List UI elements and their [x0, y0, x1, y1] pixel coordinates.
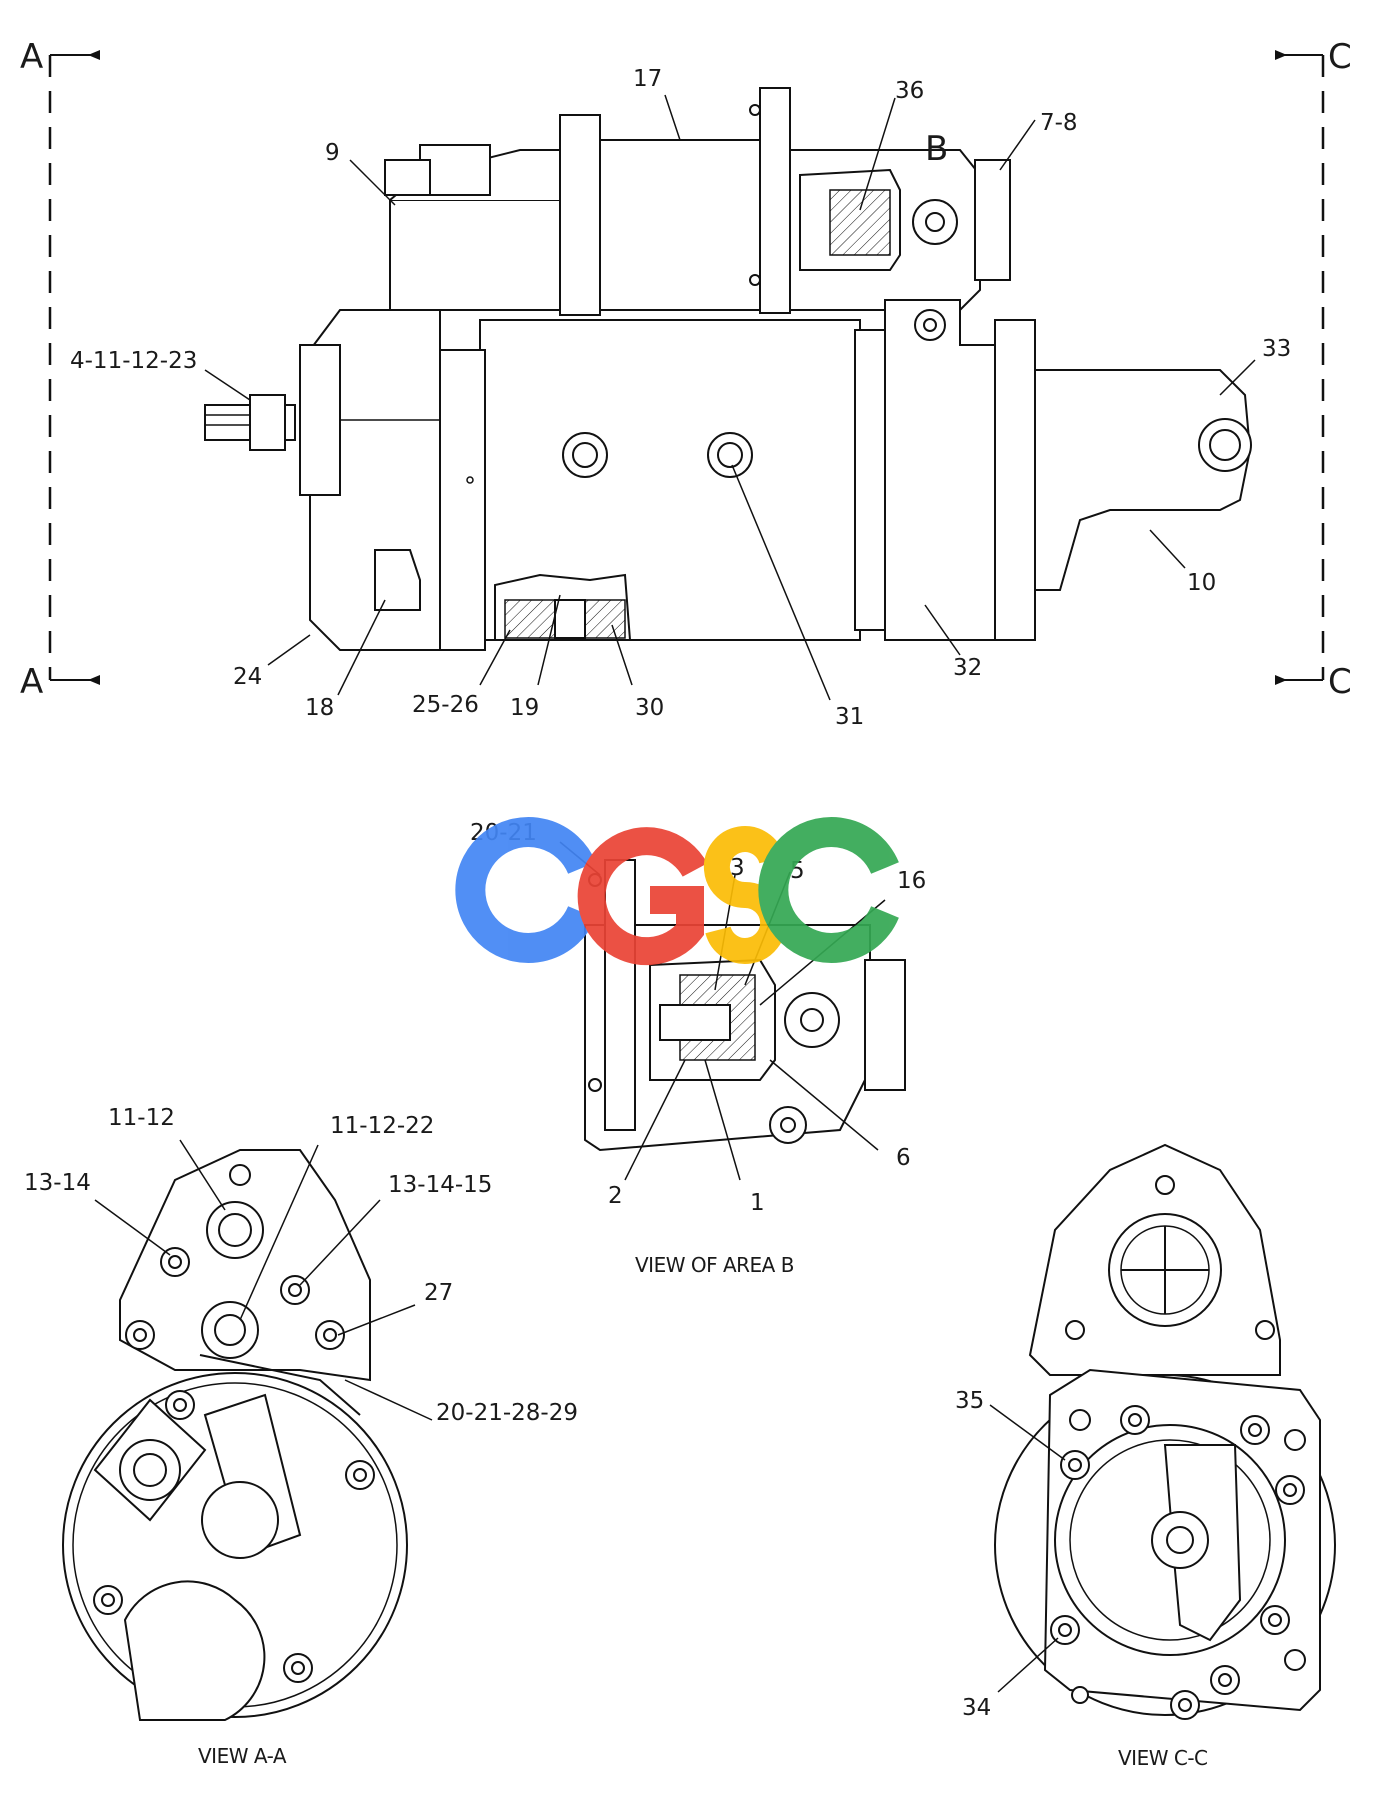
section-marker-c-bottom: C	[1328, 662, 1352, 702]
callout-4-11-12-23: 4-11-12-23	[70, 348, 197, 374]
watermark-letter-c1	[455, 817, 596, 963]
callout-32: 32	[953, 655, 982, 681]
detail-marker-b: B	[925, 129, 948, 169]
callout-27: 27	[424, 1280, 453, 1306]
callout-20-21-28-29: 20-21-28-29	[436, 1400, 578, 1426]
callout-19: 19	[510, 695, 539, 721]
view-area-b: 20-21 3 5 16 2 1 6 VIEW OF AREA B	[470, 820, 926, 1277]
section-line-a: A A	[20, 37, 100, 702]
callout-9: 9	[325, 140, 340, 166]
watermark-letter-c2	[758, 817, 899, 963]
section-marker-a-top: A	[20, 37, 43, 77]
callout-13-14-15: 13-14-15	[388, 1172, 492, 1198]
callout-24: 24	[233, 664, 262, 690]
callout-30: 30	[635, 695, 664, 721]
main-view-leaders: B	[204, 94, 1256, 701]
callout-13-14: 13-14	[24, 1170, 91, 1196]
callout-16: 16	[897, 868, 926, 894]
callout-25-26: 25-26	[412, 692, 479, 718]
section-marker-a-bottom: A	[20, 662, 43, 702]
main-view-callouts: 17 36 7-8 9 4-11-12-23 33 10 24 18 25-26…	[70, 66, 1291, 730]
callout-2: 2	[608, 1183, 623, 1209]
callout-3: 3	[730, 855, 745, 881]
callout-7-8: 7-8	[1040, 110, 1078, 136]
callout-1: 1	[750, 1190, 765, 1216]
view-a-a: 11-12 11-12-22 13-14 13-14-15 27 20-21-2…	[24, 1105, 578, 1768]
caption-view-c-c: VIEW C-C	[1118, 1746, 1208, 1770]
main-side-view	[204, 87, 1252, 651]
callout-36: 36	[895, 78, 924, 104]
section-line-c: C C	[1275, 37, 1352, 702]
callout-33: 33	[1262, 336, 1291, 362]
watermark-letter-g	[577, 827, 708, 966]
section-marker-c-top: C	[1328, 37, 1352, 77]
watermark-logo	[455, 817, 899, 966]
callout-18: 18	[305, 695, 334, 721]
callout-10: 10	[1187, 570, 1216, 596]
caption-view-a-a: VIEW A-A	[198, 1744, 287, 1768]
callout-11-12-22: 11-12-22	[330, 1113, 434, 1139]
callout-31: 31	[835, 704, 864, 730]
caption-view-area-b: VIEW OF AREA B	[635, 1253, 794, 1277]
callout-34: 34	[962, 1695, 991, 1721]
callout-11-12: 11-12	[108, 1105, 175, 1131]
callout-17: 17	[633, 66, 662, 92]
callout-35: 35	[955, 1388, 984, 1414]
view-c-c: 35 34 VIEW C-C	[955, 1143, 1336, 1770]
watermark-letter-s	[703, 826, 787, 964]
callout-6: 6	[896, 1145, 911, 1171]
